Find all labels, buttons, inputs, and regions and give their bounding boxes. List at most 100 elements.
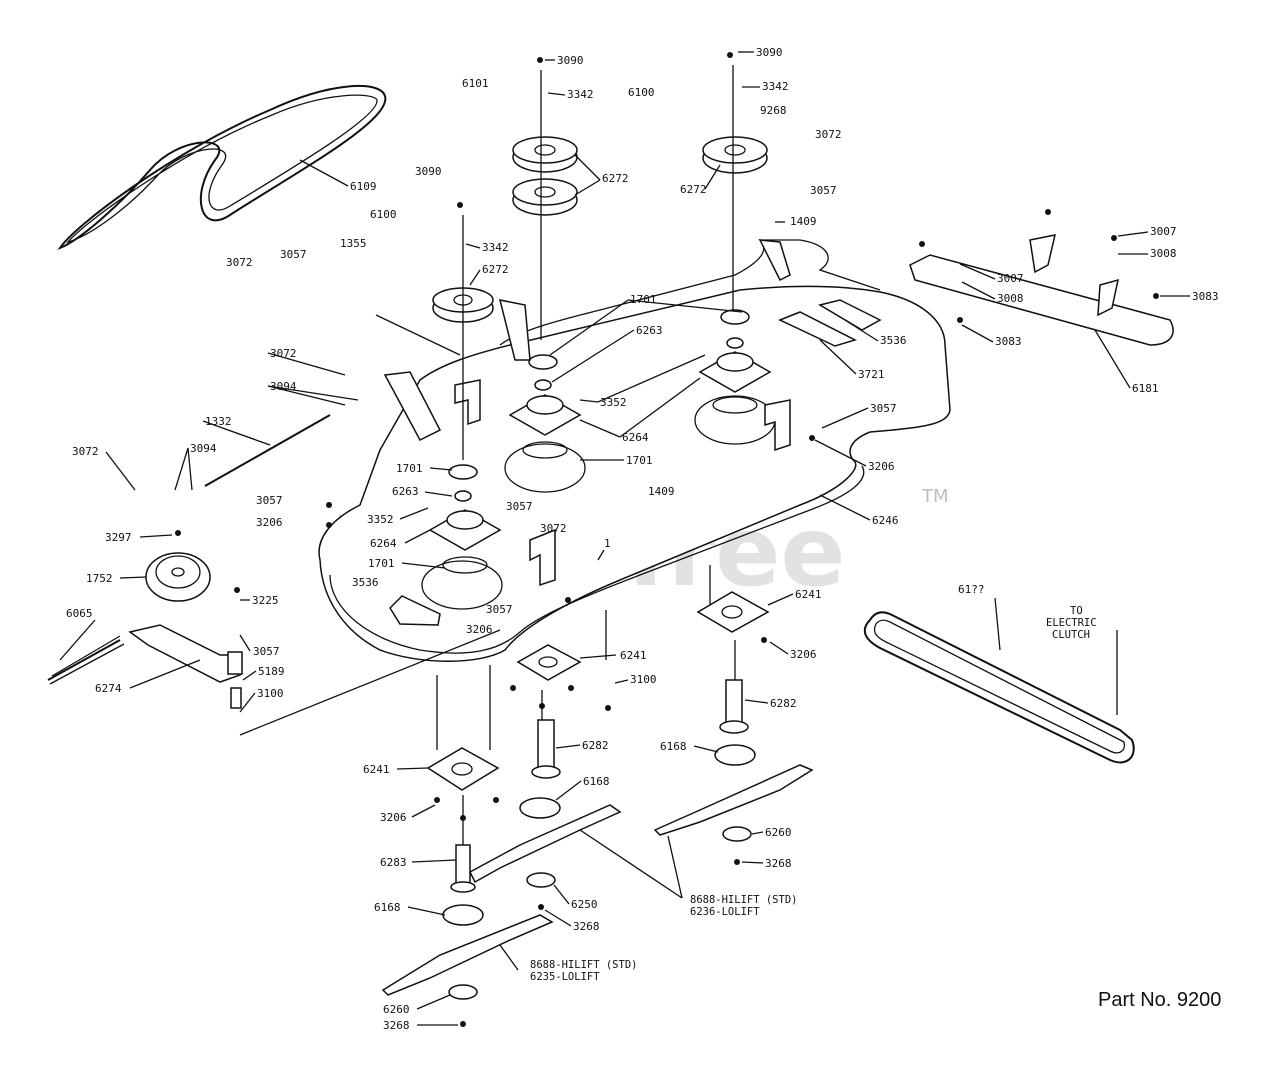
part-label: 3100	[630, 673, 657, 686]
part-label: 6241	[363, 763, 390, 776]
belt-guard-6181	[909, 234, 1174, 346]
part-label: 6241	[620, 649, 647, 662]
part-label: 3090	[415, 165, 442, 178]
pto-belt	[863, 611, 1135, 764]
part-label: 3072	[540, 522, 567, 535]
part-label: 3342	[567, 88, 594, 101]
part-label: 3057	[870, 402, 897, 415]
part-label: 6260	[383, 1003, 410, 1016]
part-label: 3225	[252, 594, 279, 607]
washers	[448, 826, 752, 1000]
part-label: 3268	[765, 857, 792, 870]
part-label: 6100	[370, 208, 397, 221]
note-blade-left-a: 8688-HILIFT (STD)	[530, 959, 637, 971]
part-label: 3536	[352, 576, 379, 589]
drive-belt-6109	[57, 84, 387, 251]
note-blade-right-a: 8688-HILIFT (STD)	[690, 894, 797, 906]
hardware	[175, 52, 1159, 1027]
part-label: 3057	[810, 184, 837, 197]
part-label: 9268	[760, 104, 787, 117]
part-label: 3083	[1192, 290, 1219, 303]
part-label: 1409	[648, 485, 675, 498]
part-label: 1701	[630, 293, 657, 306]
part-label: 3008	[997, 292, 1024, 305]
part-label: 6065	[66, 607, 93, 620]
part-label: 6264	[370, 537, 397, 550]
notes: TO ELECTRIC CLUTCH 8688-HILIFT (STD) 623…	[530, 605, 1097, 983]
part-label: 1355	[340, 237, 367, 250]
bearings-spacers	[448, 309, 750, 502]
spindle-assemblies	[428, 351, 772, 574]
part-label: 3536	[880, 334, 907, 347]
part-label: 3007	[997, 272, 1024, 285]
part-label: 6274	[95, 682, 122, 695]
part-label: 6241	[795, 588, 822, 601]
part-label: 1	[604, 537, 611, 550]
note-to: TO	[1070, 605, 1083, 617]
part-label: 3094	[190, 442, 217, 455]
part-label: 3721	[858, 368, 885, 381]
part-label: 6282	[770, 697, 797, 710]
part-label: 61??	[958, 583, 985, 596]
part-label: 3206	[256, 516, 283, 529]
part-label: 1701	[396, 462, 423, 475]
part-label: 3007	[1150, 225, 1177, 238]
part-label: 3057	[256, 494, 283, 507]
part-label: 3083	[995, 335, 1022, 348]
part-label: 6168	[374, 901, 401, 914]
note-electric: ELECTRIC	[1046, 617, 1097, 629]
leader-lines	[59, 51, 1190, 1026]
note-clutch: CLUTCH	[1052, 629, 1090, 641]
part-label: 6263	[636, 324, 663, 337]
part-label: 6272	[602, 172, 629, 185]
part-label: 6250	[571, 898, 598, 911]
deck-brackets	[383, 239, 791, 587]
part-label: 3268	[573, 920, 600, 933]
part-label: 3206	[868, 460, 895, 473]
part-label: 1752	[86, 572, 113, 585]
part-label: 3206	[790, 648, 817, 661]
part-label: 3072	[270, 347, 297, 360]
pulleys-6272	[432, 136, 768, 323]
alignment-lines	[239, 65, 736, 845]
part-label: 3342	[762, 80, 789, 93]
idler-pulley-assembly	[47, 552, 243, 709]
part-label: 6263	[392, 485, 419, 498]
part-label: 3057	[506, 500, 533, 513]
part-label: 3090	[557, 54, 584, 67]
part-label: 6181	[1132, 382, 1159, 395]
part-label: 3072	[72, 445, 99, 458]
blades	[381, 764, 814, 996]
part-label: 6101	[462, 77, 489, 90]
part-number: Part No. 9200	[1098, 989, 1221, 1011]
part-label: 6246	[872, 514, 899, 527]
mounting-plates-6241	[426, 591, 770, 791]
part-label: 3206	[466, 623, 493, 636]
rod-1332	[204, 414, 331, 487]
part-label: 3297	[105, 531, 132, 544]
part-label: 6109	[350, 180, 377, 193]
part-label: 3057	[280, 248, 307, 261]
spindle-shafts	[450, 679, 749, 893]
part-label: 1409	[790, 215, 817, 228]
part-label: 3008	[1150, 247, 1177, 260]
note-blade-right-b: 6236-LOLIFT	[690, 906, 760, 918]
part-label: 3100	[257, 687, 284, 700]
part-label: 3206	[380, 811, 407, 824]
part-label: 3090	[756, 46, 783, 59]
part-label: 6283	[380, 856, 407, 869]
note-blade-left-b: 6235-LOLIFT	[530, 971, 600, 983]
part-label: 6264	[622, 431, 649, 444]
part-label: 6282	[582, 739, 609, 752]
decal-3721	[778, 311, 858, 347]
part-label: 3072	[226, 256, 253, 269]
part-label: 6272	[482, 263, 509, 276]
part-label: 5189	[258, 665, 285, 678]
part-label: 1701	[626, 454, 653, 467]
part-label: 3268	[383, 1019, 410, 1032]
part-label: 6168	[660, 740, 687, 753]
part-label: 3342	[482, 241, 509, 254]
decal-3536-left	[389, 595, 441, 626]
part-label: 3072	[815, 128, 842, 141]
